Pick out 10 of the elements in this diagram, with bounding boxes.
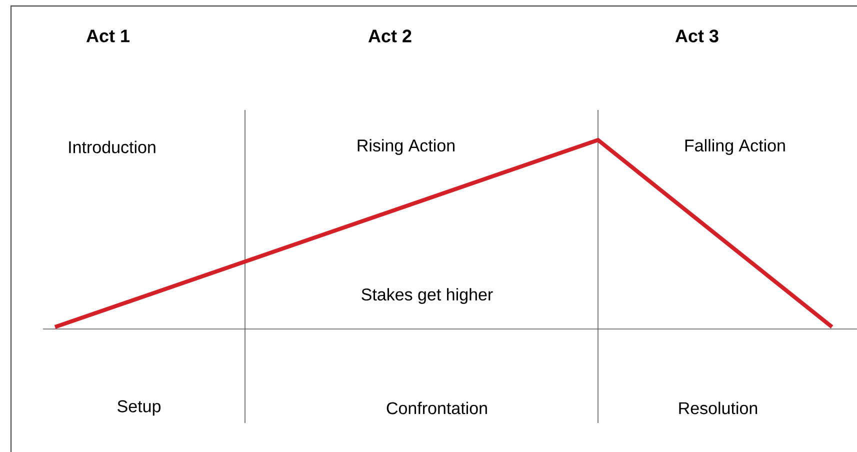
act-heading: Act 1 bbox=[86, 30, 130, 42]
stage-label: Stakes get higher bbox=[362, 288, 493, 304]
stage-label: Resolution bbox=[679, 402, 758, 414]
act-heading: Act 3 bbox=[675, 30, 718, 42]
stage-label: Introduction bbox=[69, 140, 156, 154]
stage-label: Confrontation bbox=[386, 402, 487, 414]
act-heading: Act 2 bbox=[368, 30, 412, 42]
stage-label: Falling Action bbox=[685, 139, 785, 155]
stage-label: Setup bbox=[118, 400, 160, 416]
stage-label: Rising Action bbox=[358, 139, 454, 155]
